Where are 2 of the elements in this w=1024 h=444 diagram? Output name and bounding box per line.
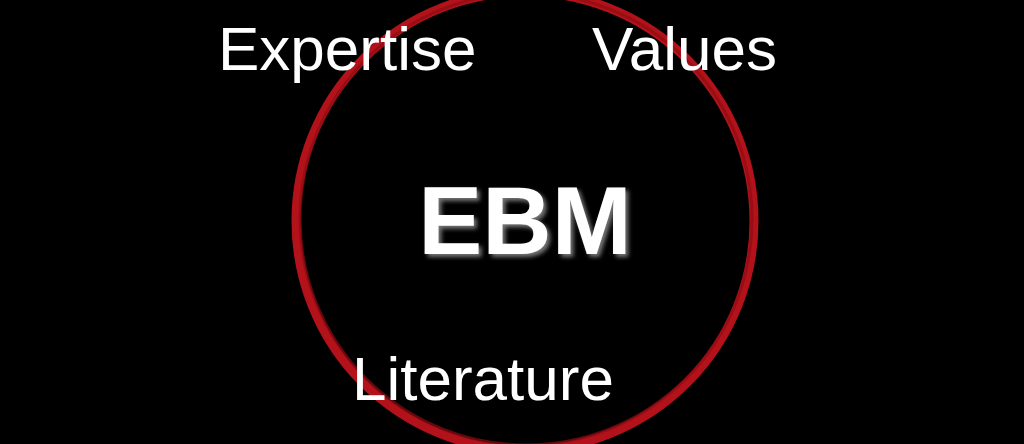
center-label: EBM — [418, 173, 632, 269]
label: Literature — [352, 348, 614, 410]
